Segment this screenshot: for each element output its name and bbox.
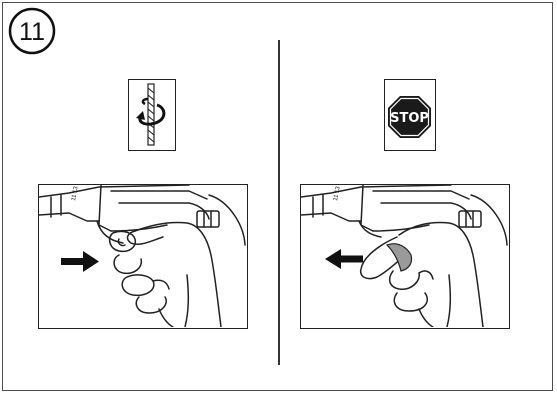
- arrow-right-icon: [61, 251, 99, 272]
- scale-marks-text: 11 13: [71, 185, 80, 201]
- step-number-text: 11: [19, 18, 45, 46]
- stop-sign-icon: STOP: [384, 79, 436, 151]
- trigger-released-illustration: 11 13: [300, 184, 510, 329]
- column-divider: [278, 40, 280, 365]
- drill-bit-rotation-icon: [128, 79, 176, 151]
- stop-label: STOP: [390, 111, 429, 126]
- arrow-left-icon: [325, 249, 363, 269]
- finger-pad-highlight: [385, 243, 413, 272]
- step-number-badge: 11: [8, 7, 56, 55]
- manual-page-frame: [2, 2, 553, 391]
- trigger-pressed-illustration: 11 13: [38, 184, 248, 329]
- scale-marks-text: 11 13: [333, 185, 342, 201]
